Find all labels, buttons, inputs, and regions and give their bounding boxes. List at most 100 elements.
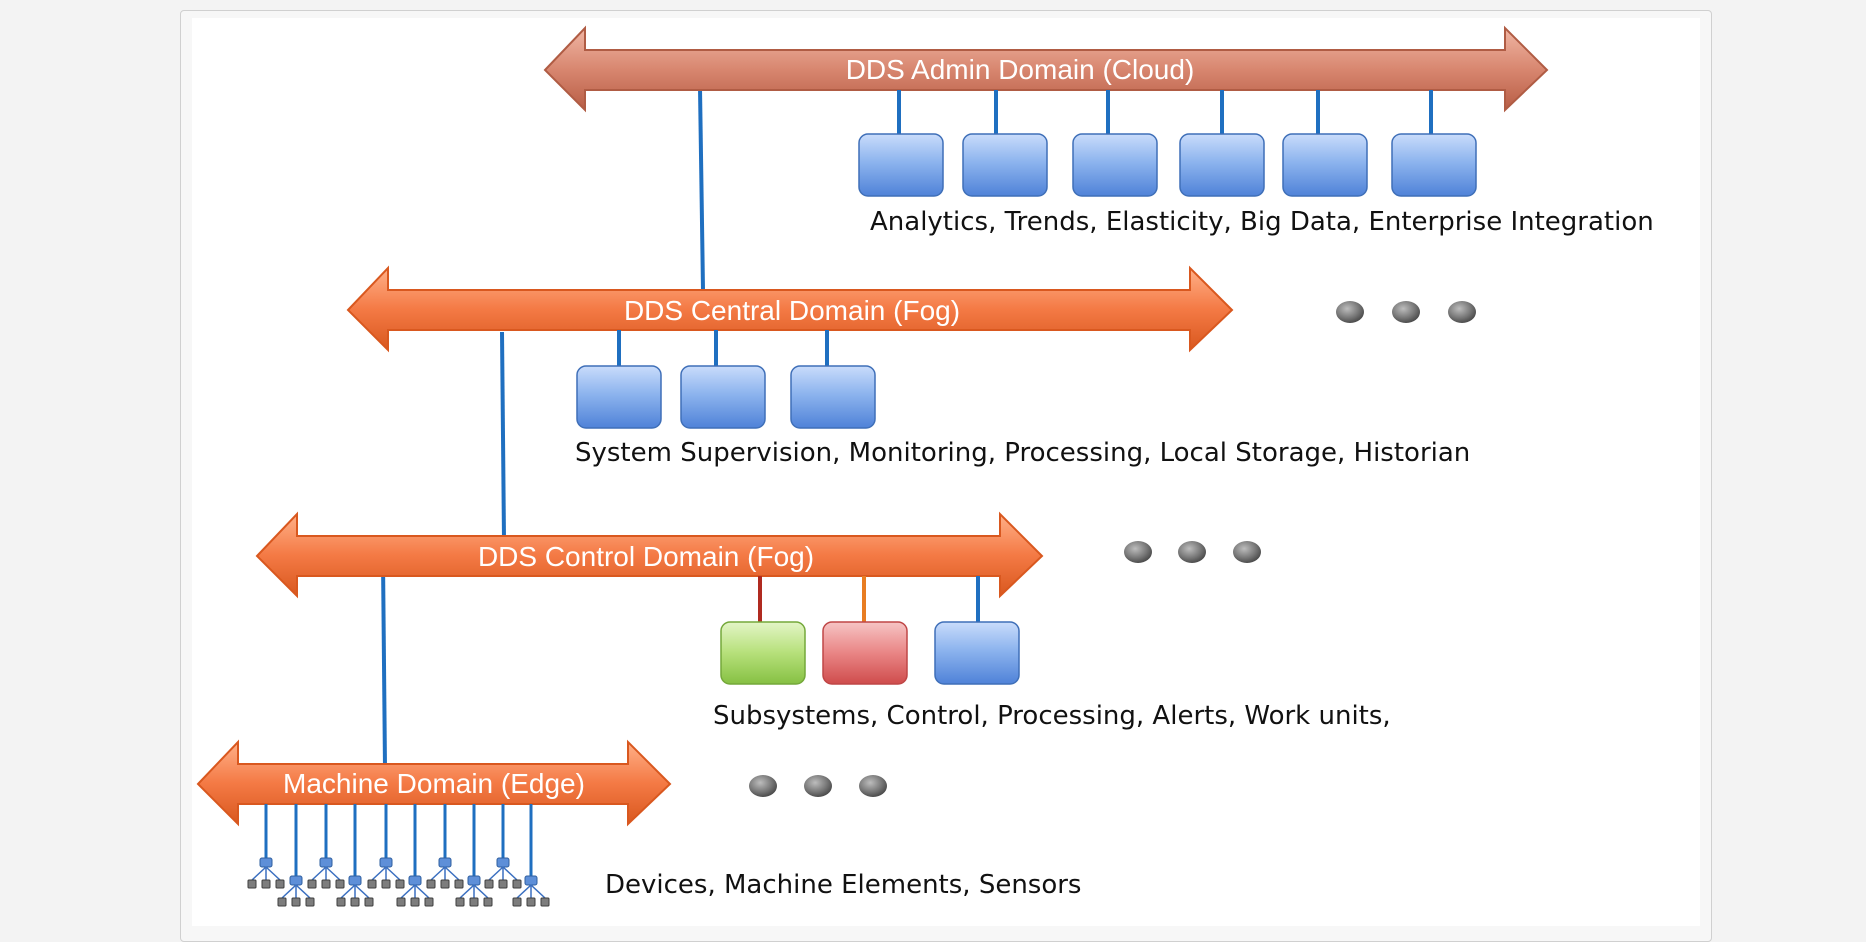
central-domain-bus: DDS Central Domain (Fog) <box>346 265 1234 353</box>
sensor-device-icon <box>321 879 331 889</box>
sensor-device-icon <box>261 879 271 889</box>
sensor-device-icon <box>364 897 374 907</box>
ellipsis-dot <box>859 775 887 797</box>
device-hub-icon <box>438 857 452 868</box>
machine-devices <box>247 804 550 907</box>
sensor-device-icon <box>469 897 479 907</box>
sensor-device-icon <box>395 879 405 889</box>
ellipsis-dot <box>1124 541 1152 563</box>
sensor-device-icon <box>307 879 317 889</box>
device-branch-line <box>502 866 518 881</box>
ellipsis-dot <box>804 775 832 797</box>
device-hub-icon <box>348 875 362 886</box>
control-caption: Subsystems, Control, Processing, Alerts,… <box>713 701 1391 731</box>
machine-ellipsis <box>749 775 887 797</box>
device-branch-line <box>488 866 504 881</box>
cloud-service-node <box>1072 133 1158 197</box>
sensor-device-icon <box>336 897 346 907</box>
central-service-node <box>576 365 662 429</box>
device-branch-line <box>340 884 356 899</box>
ellipsis-dot <box>1178 541 1206 563</box>
sensor-device-icon <box>426 879 436 889</box>
device-hub-icon <box>467 875 481 886</box>
ellipsis-dot <box>1392 301 1420 323</box>
device-branch-line <box>473 884 489 899</box>
sensor-device-icon <box>277 897 287 907</box>
control-nodes <box>720 576 1020 685</box>
machine-domain-label: Machine Domain (Edge) <box>283 768 585 799</box>
device-branch-line <box>265 866 281 881</box>
cloud-nodes <box>858 90 1477 197</box>
sensor-device-icon <box>440 879 450 889</box>
control-domain-label: DDS Control Domain (Fog) <box>478 541 814 572</box>
device-branch-line <box>281 884 297 899</box>
sensor-device-icon <box>275 879 285 889</box>
device-hub-icon <box>379 857 393 868</box>
device-branch-line <box>414 884 430 899</box>
cloud-service-node <box>1391 133 1477 197</box>
cloud-domain-bus: DDS Admin Domain (Cloud) <box>543 25 1549 113</box>
central-service-node <box>680 365 766 429</box>
device-branch-line <box>251 866 267 881</box>
device-hub-icon <box>524 875 538 886</box>
device-hub-icon <box>259 857 273 868</box>
sensor-device-icon <box>424 897 434 907</box>
sensor-device-icon <box>247 879 257 889</box>
device-branch-line <box>295 884 311 899</box>
cloud-service-node <box>858 133 944 197</box>
control-processing-node-blue <box>934 621 1020 685</box>
device-hub-icon <box>408 875 422 886</box>
central-caption: System Supervision, Monitoring, Processi… <box>575 438 1470 468</box>
central-ellipsis <box>1336 301 1476 323</box>
sensor-device-icon <box>410 897 420 907</box>
device-branch-line <box>530 884 546 899</box>
machine-domain-bus: Machine Domain (Edge) <box>196 739 672 827</box>
ellipsis-dot <box>1336 301 1364 323</box>
sensor-device-icon <box>484 879 494 889</box>
device-branch-line <box>325 866 341 881</box>
sensor-device-icon <box>350 897 360 907</box>
device-hub-icon <box>319 857 333 868</box>
cloud-domain-label: DDS Admin Domain (Cloud) <box>846 54 1195 85</box>
sensor-device-icon <box>512 897 522 907</box>
cloud-caption: Analytics, Trends, Elasticity, Big Data,… <box>870 207 1654 237</box>
control-machine-link <box>381 559 387 769</box>
sensor-device-icon <box>540 897 550 907</box>
device-branch-line <box>516 884 532 899</box>
control-domain-bus: DDS Control Domain (Fog) <box>255 511 1044 599</box>
cloud-service-node <box>1179 133 1265 197</box>
sensor-device-icon <box>483 897 493 907</box>
sensor-device-icon <box>381 879 391 889</box>
device-branch-line <box>444 866 460 881</box>
device-hub-icon <box>496 857 510 868</box>
sensor-device-icon <box>512 879 522 889</box>
sensor-device-icon <box>291 897 301 907</box>
ellipsis-dot <box>749 775 777 797</box>
device-branch-line <box>371 866 387 881</box>
cloud-service-node <box>962 133 1048 197</box>
device-branch-line <box>400 884 416 899</box>
device-branch-line <box>311 866 327 881</box>
edge-caption: Devices, Machine Elements, Sensors <box>605 870 1081 900</box>
device-hub-icon <box>289 875 303 886</box>
central-control-link <box>500 331 506 541</box>
device-branch-line <box>354 884 370 899</box>
device-branch-line <box>385 866 401 881</box>
central-service-node <box>790 365 876 429</box>
sensor-device-icon <box>335 879 345 889</box>
device-branch-line <box>430 866 446 881</box>
sensor-device-icon <box>454 879 464 889</box>
sensor-device-icon <box>396 897 406 907</box>
control-alert-node-red <box>822 621 908 685</box>
ellipsis-dot <box>1448 301 1476 323</box>
sensor-device-icon <box>498 879 508 889</box>
cloud-central-link <box>698 87 705 291</box>
sensor-device-icon <box>526 897 536 907</box>
ellipsis-dot <box>1233 541 1261 563</box>
sensor-device-icon <box>455 897 465 907</box>
central-domain-label: DDS Central Domain (Fog) <box>624 295 960 326</box>
sensor-device-icon <box>305 897 315 907</box>
central-nodes <box>576 330 876 429</box>
device-branch-line <box>459 884 475 899</box>
